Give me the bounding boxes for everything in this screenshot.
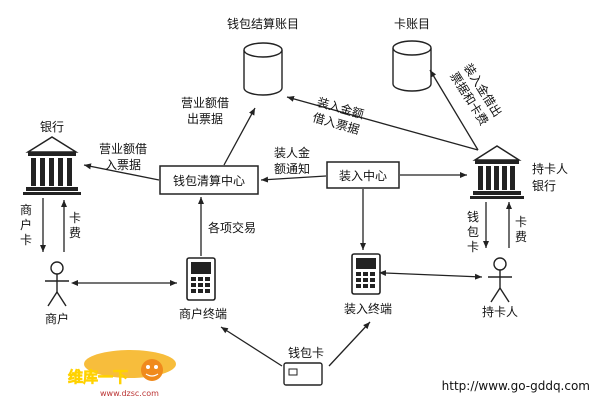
load-terminal-icon [351, 253, 381, 295]
merchant-terminal-icon [186, 257, 216, 301]
edge-label-sales-loan-in-2: 入票据 [105, 158, 141, 172]
cardholder-bank-building-icon [470, 145, 524, 199]
edge-label-transactions: 各项交易 [208, 220, 256, 235]
watermark-url: http://www.go-gddq.com [442, 379, 590, 393]
merchant-terminal-label: 商户终端 [179, 306, 227, 321]
edge-label-card-fee-right-2: 费 [515, 230, 527, 244]
wallet-card-label: 钱包卡 [288, 345, 324, 360]
load-center-label: 装入中心 [339, 168, 387, 183]
arrow-load-to-wallet-center [260, 175, 327, 183]
edge-label-card-fee-right-1: 卡 [515, 215, 527, 229]
watermark-url-small: www.dzsc.com [100, 389, 159, 398]
wallet-clearing-center-label: 钱包清算中心 [173, 173, 245, 188]
edge-label-wallet-card-1: 钱 [467, 209, 479, 224]
merchant-label: 商户 [45, 311, 69, 326]
wallet-clearing-center-box [159, 165, 259, 195]
arrow-center-to-wallet-ledger [223, 107, 256, 166]
wallet-card-icon [283, 362, 323, 386]
arrow-load-terminal-cardholder [379, 270, 483, 280]
edge-label-wallet-card-3: 卡 [467, 240, 479, 254]
cardholder-person-icon [488, 257, 512, 303]
arrow-card-to-merchant-terminal [220, 326, 283, 367]
arrow-card-to-load-terminal [328, 321, 371, 367]
watermark-brand: 维库一下 [68, 368, 128, 386]
edge-label-load-notify-2: 额通知 [274, 162, 310, 176]
cardholder-label: 持卡人 [482, 304, 518, 319]
arrow-center-to-bank [83, 163, 160, 181]
wallet-ledger-database-icon [243, 42, 283, 96]
merchant-person-icon [45, 261, 69, 307]
cardholder-bank-label-1: 持卡人 [532, 161, 568, 176]
arrow-bank-to-wallet-ledger [286, 95, 479, 151]
load-center-box [326, 161, 400, 189]
edge-label-load-notify-1: 装人金 [274, 145, 310, 160]
watermark-logo [84, 350, 176, 381]
card-ledger-database-icon [392, 40, 432, 92]
edge-label-sales-loan-out-2: 出票据 [187, 112, 223, 126]
cardholder-bank-label-2: 银行 [532, 179, 556, 193]
edge-label-card-fee-left-2: 费 [69, 226, 81, 240]
edge-label-wallet-card-2: 包 [467, 225, 479, 239]
edge-label-sales-loan-out-1: 营业额借 [181, 96, 229, 110]
card-ledger-label: 卡账目 [394, 17, 430, 31]
edge-label-merchant-card-1: 商 [20, 202, 32, 217]
edge-label-merchant-card-2: 户 [20, 217, 32, 232]
bank-label: 银行 [40, 120, 64, 134]
wallet-ledger-label: 钱包结算账目 [227, 16, 299, 31]
edge-label-sales-loan-in-1: 营业额借 [99, 142, 147, 156]
edge-label-merchant-card-3: 卡 [20, 233, 32, 247]
load-terminal-label: 装入终端 [344, 301, 392, 316]
arrow-bank-to-card-ledger [429, 69, 479, 151]
bank-building-icon [23, 136, 81, 195]
edge-label-card-fee-left-1: 卡 [69, 211, 81, 225]
